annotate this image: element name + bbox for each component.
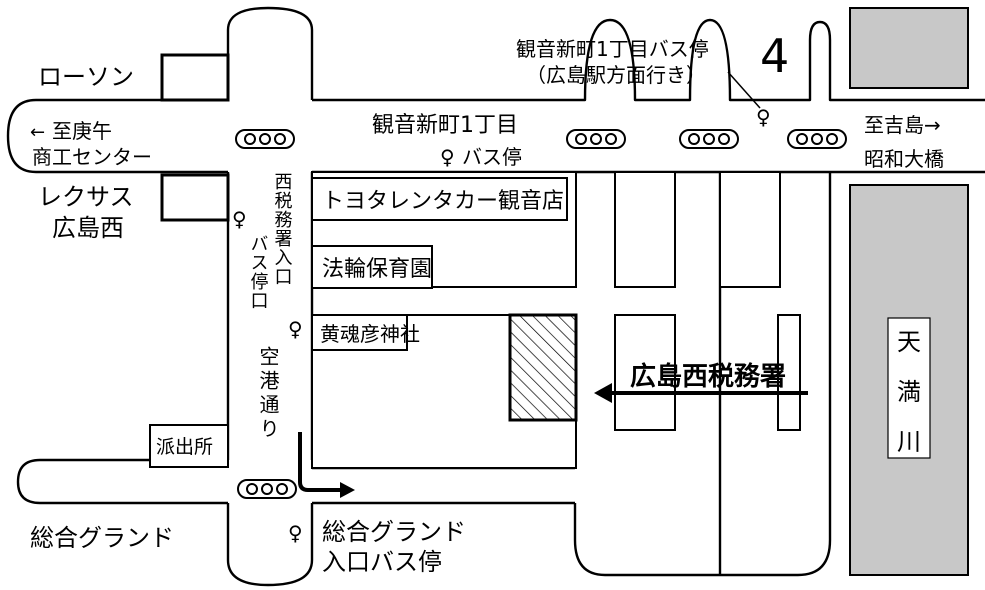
tenma-river	[849, 7, 969, 89]
signal-north-east	[679, 129, 739, 149]
main-road-west-end	[6, 98, 37, 174]
road-label-kannon: 観音新町1丁目	[372, 113, 518, 138]
bus-stop-icon: ♀	[232, 207, 247, 231]
west-destination-1: 至庚午	[52, 119, 112, 143]
signal-north-mid	[566, 129, 626, 149]
bus-stop-label-south: バス停	[462, 145, 522, 169]
south-road-west-end	[16, 458, 41, 505]
bus-stop-label-grand-1: 総合グランド	[322, 518, 466, 546]
river-label-char: 川	[897, 428, 921, 456]
koban-box	[149, 424, 229, 468]
signal-north-west	[235, 129, 295, 149]
north-mark: 4	[760, 29, 789, 83]
river-label-char: 満	[897, 378, 921, 406]
toyota-box	[311, 177, 568, 221]
tax-office-pointer-head	[594, 383, 612, 403]
lawson-label: ローソン	[38, 63, 134, 91]
south-road-east-curve	[573, 172, 832, 577]
west-destination-2: 商工センター	[32, 145, 152, 169]
lawson-box	[160, 53, 230, 102]
tax-office-building	[508, 313, 578, 422]
route-arrow-head	[340, 482, 355, 498]
block-east-2	[719, 171, 781, 288]
river-label-bg	[887, 317, 931, 459]
block-east-3	[614, 314, 676, 431]
grand-label-west: 総合グランド	[30, 524, 174, 552]
signal-south	[237, 479, 297, 499]
signal-north-far-east	[787, 129, 847, 149]
toyota-label: トヨタレンタカー観音店	[322, 189, 564, 214]
nursery-box	[311, 245, 433, 289]
west-direction-arrow: ←	[30, 122, 45, 143]
road-label-airport: 空港通り	[256, 346, 280, 442]
airport-street-road	[226, 6, 314, 587]
bus-stop-label-north-1: 観音新町1丁目バス停	[516, 37, 709, 61]
nursery-label: 法輪保育園	[322, 257, 432, 282]
bus-stop-icon: ♀	[440, 145, 455, 169]
route-arrow	[298, 432, 340, 492]
river-label-char: 天	[897, 328, 921, 356]
east-destination-1: 至吉島→	[864, 113, 941, 137]
bus-stop-label-grand-2: 入口バス停	[322, 548, 442, 576]
bus-stop-label-tax-office-2: バス停口	[248, 234, 269, 310]
tax-office-label: 広島西税務署	[630, 361, 786, 392]
bus-stop-icon: ♀	[756, 105, 771, 129]
bus-stop-leader	[727, 71, 761, 109]
block-east-4	[777, 314, 801, 431]
block-east-1	[614, 171, 676, 288]
bus-stop-label-tax-office-1: 西税務署入口	[272, 172, 293, 286]
lexus-box	[160, 173, 230, 222]
bus-stop-icon: ♀	[288, 521, 303, 545]
shrine-label: 黄魂彦神社	[320, 322, 420, 346]
koban-label: 派出所	[156, 436, 213, 458]
shrine-box	[311, 314, 408, 351]
bus-stop-icon: ♀	[288, 317, 303, 341]
east-destination-2: 昭和大橋	[864, 147, 944, 171]
lexus-label-1: レクサス	[38, 183, 134, 211]
lexus-label-2: 広島西	[52, 214, 124, 242]
bus-stop-label-north-2: （広島駅方面行き）	[526, 63, 706, 87]
